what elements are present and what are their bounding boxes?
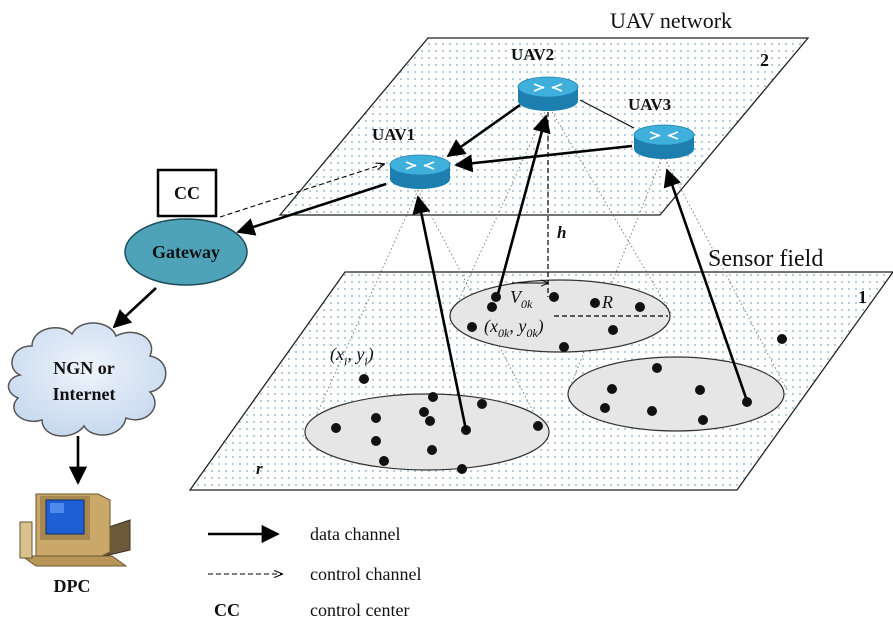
cloud-label-line2: Internet — [53, 384, 116, 404]
sensor-node — [477, 399, 487, 409]
sensor-node — [695, 385, 705, 395]
sensor-node — [331, 423, 341, 433]
cloud-label-line1: NGN or — [53, 358, 115, 378]
sensor-coordinate-label: (xi, yi) — [330, 344, 374, 368]
legend-control-label: control channel — [310, 564, 421, 584]
sensor-node — [742, 397, 752, 407]
cloud-icon — [7, 322, 167, 437]
dpc-label: DPC — [54, 576, 91, 596]
sensor-plane-number: 1 — [858, 287, 867, 307]
sensor-node — [590, 298, 600, 308]
sensor-node — [652, 363, 662, 373]
sensor-node — [487, 302, 497, 312]
cc-box — [156, 168, 218, 218]
cluster-ellipse-3 — [567, 356, 785, 432]
sensor-node — [467, 322, 477, 332]
sensor-node — [549, 292, 559, 302]
computer-icon — [19, 493, 131, 567]
radius-label: R — [601, 292, 613, 312]
sensor-node — [647, 406, 657, 416]
uav2-label: UAV2 — [511, 45, 554, 64]
uav1-router-icon — [389, 154, 451, 189]
sensor-node — [371, 413, 381, 423]
data-channels — [68, 103, 748, 485]
legend-cc-abbr: CC — [214, 600, 240, 620]
legend: data channel control channel CC control … — [208, 524, 421, 620]
legend-cc-label: control center — [310, 600, 409, 620]
cc-label: CC — [174, 183, 200, 203]
sensor-node — [608, 325, 618, 335]
sensor-node — [371, 436, 381, 446]
cluster-ellipse-1 — [304, 393, 550, 471]
gateway-label: Gateway — [152, 242, 220, 262]
v0k-label: V0k — [510, 287, 533, 311]
gateway-node — [124, 218, 248, 286]
sensor-node — [777, 334, 787, 344]
sensor-node — [533, 421, 543, 431]
sensor-node — [600, 403, 610, 413]
sensor-node — [428, 392, 438, 402]
uav1-label: UAV1 — [372, 125, 415, 144]
legend-data-label: data channel — [310, 524, 400, 544]
sensor-nodes — [331, 292, 787, 474]
sensor-node — [359, 374, 369, 384]
uav3-label: UAV3 — [628, 95, 671, 114]
uav3-router-icon — [633, 124, 695, 159]
sensor-node — [559, 342, 569, 352]
sensor-node — [635, 302, 645, 312]
sensor-node — [419, 407, 429, 417]
sensor-node — [607, 384, 617, 394]
sensor-node — [379, 456, 389, 466]
uav2-router-icon — [517, 76, 579, 111]
range-label: r — [256, 459, 263, 478]
height-label: h — [557, 223, 566, 242]
sensor-node — [457, 464, 467, 474]
sensor-node — [491, 292, 501, 302]
uav-network-label: UAV network — [610, 8, 732, 33]
sensor-node — [698, 415, 708, 425]
uav2-uav3-link — [579, 99, 635, 129]
center-coordinate-label: (x0k, y0k) — [484, 316, 544, 340]
sensor-node — [425, 416, 435, 426]
control-channel-link — [219, 164, 384, 218]
uav-plane-number: 2 — [760, 50, 769, 70]
sensor-field-label: Sensor field — [708, 246, 823, 272]
sensor-node — [427, 445, 437, 455]
